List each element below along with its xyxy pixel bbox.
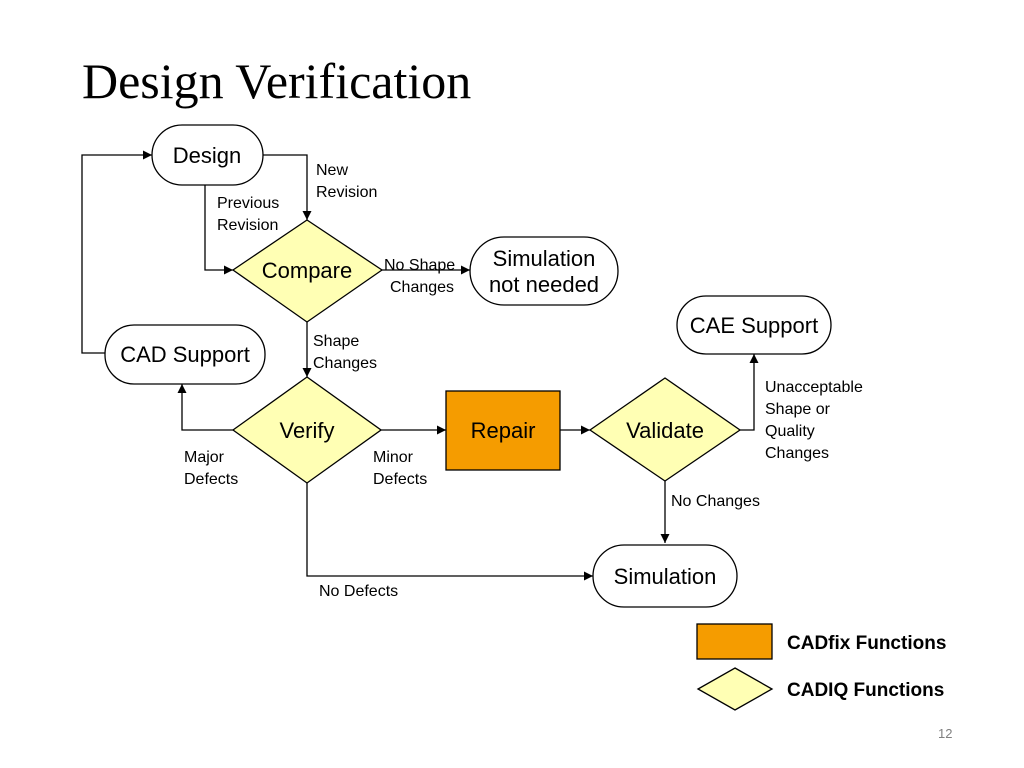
connectors <box>81 150 759 581</box>
node-cae-support-label: CAE Support <box>690 313 818 338</box>
node-simulation-label: Simulation <box>614 564 717 589</box>
legend-cadiq-swatch <box>696 667 774 711</box>
node-validate-label: Validate <box>626 418 704 443</box>
node-verify: Verify <box>231 376 383 484</box>
node-cad-support-label: CAD Support <box>120 342 250 367</box>
label-no-shape-changes-2: Changes <box>390 279 454 296</box>
edge-cad-support-to-design <box>81 150 152 354</box>
node-verify-label: Verify <box>279 418 334 443</box>
node-compare-label: Compare <box>262 258 352 283</box>
label-no-shape-changes-1: No Shape <box>384 257 455 274</box>
label-previous-revision-2: Revision <box>217 217 278 234</box>
node-compare: Compare <box>231 219 384 323</box>
label-unacceptable-4: Changes <box>765 445 829 462</box>
legend-cadfix-swatch <box>696 623 773 660</box>
edge-labels: New Revision Previous Revision No Shape … <box>184 162 863 600</box>
edge-design-previous-revision <box>204 185 233 275</box>
node-cae-support: CAE Support <box>676 295 832 355</box>
node-simulation: Simulation <box>592 544 738 608</box>
node-design: Design <box>151 124 264 186</box>
node-repair-label: Repair <box>471 418 536 443</box>
label-new-revision-2: Revision <box>316 184 377 201</box>
node-repair: Repair <box>445 390 561 471</box>
label-previous-revision-1: Previous <box>217 195 279 212</box>
label-unacceptable-1: Unacceptable <box>765 379 863 396</box>
label-new-revision-1: New <box>316 162 348 179</box>
label-no-defects: No Defects <box>319 583 398 600</box>
edge-validate-to-cae-support <box>740 354 759 431</box>
legend: CADfix Functions CADIQ Functions <box>696 623 946 711</box>
edge-verify-to-simulation <box>306 483 593 581</box>
page-number: 12 <box>938 726 953 741</box>
legend-cadfix-label: CADfix Functions <box>787 633 946 654</box>
node-validate: Validate <box>588 377 742 482</box>
label-unacceptable-2: Shape or <box>765 401 831 418</box>
edge-verify-to-cad-support <box>177 384 233 431</box>
label-no-changes: No Changes <box>671 493 760 510</box>
label-unacceptable-3: Quality <box>765 423 815 440</box>
node-simulation-not-needed-line2: not needed <box>489 272 599 297</box>
node-design-label: Design <box>173 143 241 168</box>
node-simulation-not-needed-line1: Simulation <box>493 246 596 271</box>
edge-design-to-compare <box>263 154 312 220</box>
legend-cadiq-label: CADIQ Functions <box>787 680 944 701</box>
label-major-defects-2: Defects <box>184 471 238 488</box>
label-minor-defects-1: Minor <box>373 449 414 466</box>
label-shape-changes-2: Changes <box>313 355 377 372</box>
label-shape-changes-1: Shape <box>313 333 359 350</box>
slide-title: Design Verification <box>82 53 472 109</box>
node-simulation-not-needed: Simulation not needed <box>469 236 619 306</box>
node-cad-support: CAD Support <box>104 324 266 385</box>
label-major-defects-1: Major <box>184 449 225 466</box>
label-minor-defects-2: Defects <box>373 471 427 488</box>
